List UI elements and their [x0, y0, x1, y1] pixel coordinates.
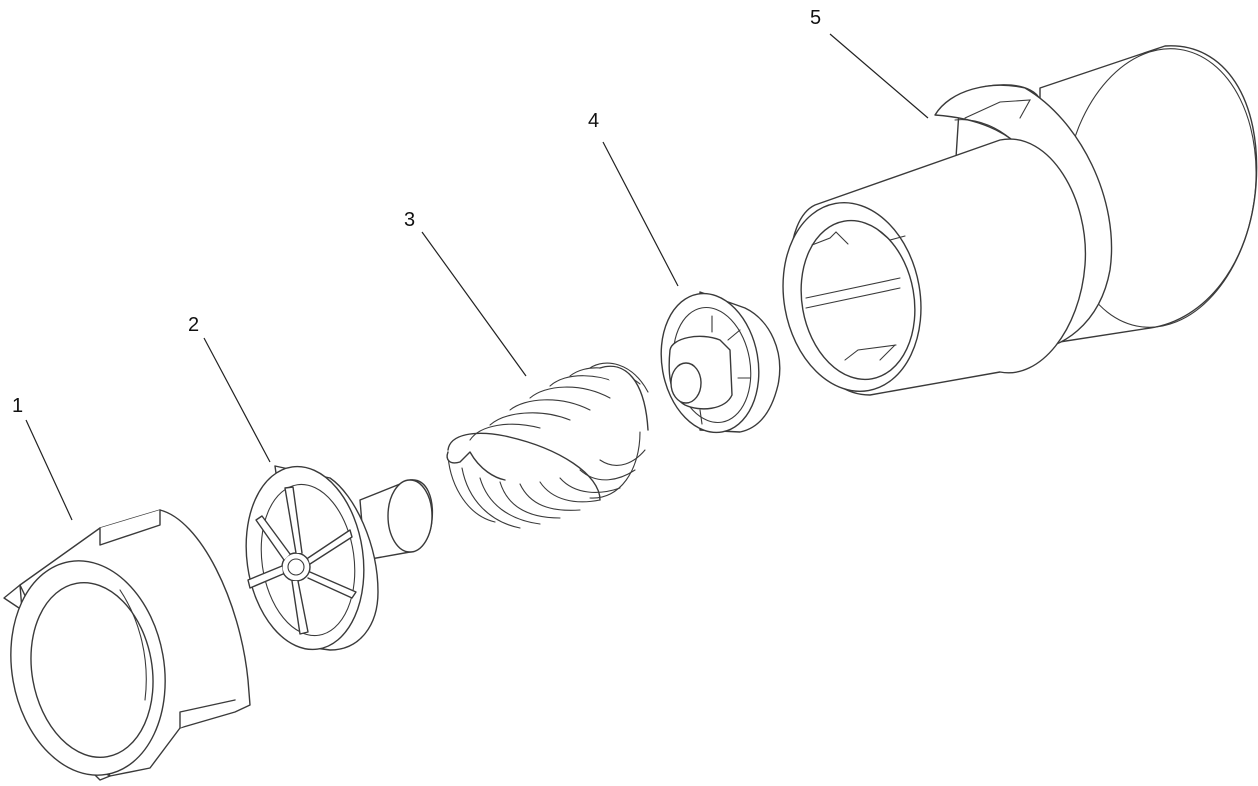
leader-line-2: [203, 337, 271, 463]
callout-5: 5: [810, 7, 821, 29]
part-5-housing: [782, 45, 1258, 396]
callout-2: 2: [188, 314, 199, 336]
leader-line-3: [421, 231, 527, 377]
callout-4: 4: [588, 110, 599, 132]
callout-3: 3: [404, 209, 415, 231]
part-2-valve-disc: [245, 465, 434, 651]
leader-line-1: [25, 419, 73, 521]
leader-line-4: [602, 141, 679, 287]
part-1-cap-ring: [3, 509, 251, 781]
callout-1: 1: [12, 395, 23, 417]
part-4-cone-valve: [660, 291, 781, 434]
part-3-spring: [446, 362, 649, 529]
leader-line-5: [829, 33, 929, 119]
